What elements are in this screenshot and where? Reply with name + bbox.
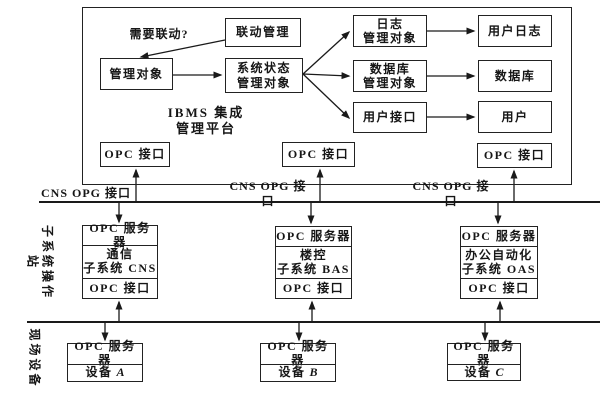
subsystem-bas-opc-interface: OPC 接口 [276,278,351,298]
platform-title: IBMS 集成 管理平台 [167,104,245,136]
database-box: 数据库 [478,60,552,92]
linkage-question-label: 需要联动? [129,26,189,41]
platform-opc-interface-1: OPC 接口 [100,142,170,167]
log-mgmt-box: 日志 管理对象 [353,15,427,47]
device-b-letter: B [309,365,318,380]
linkage-mgmt-box: 联动管理 [225,18,301,47]
device-a-opc-server: OPC 服务器 [74,339,136,367]
arrow-status-to-db [302,72,351,80]
subsystem-cns-stack: OPC 服务器 通信 子系统 CNS OPC 接口 [82,220,158,299]
device-c-letter: C [495,364,504,379]
tier-label-field-devices: 现场设备 [27,328,42,389]
device-b-opc-server: OPC 服务器 [267,339,329,367]
cns-opg-label-3: CNS OPG 接口 [412,178,490,208]
subsystem-cns-name: 通信 子系统 CNS [83,245,157,278]
arrow-status-to-userif [302,73,351,120]
platform-frame [82,7,572,185]
subsystem-oas-stack: OPC 服务器 办公自动化 子系统 OAS OPC 接口 [460,226,538,299]
subsystem-bas-name: 楼控 子系统 BAS [276,246,351,278]
subsystem-oas-opc-interface: OPC 接口 [461,278,537,298]
subsystem-bas-stack: OPC 服务器 楼控 子系统 BAS OPC 接口 [275,226,352,299]
user-box: 用户 [478,101,552,133]
db-mgmt-box: 数据库 管理对象 [353,60,427,92]
subsystem-bas-opc-server: OPC 服务器 [276,228,351,243]
cns-opg-label-1: CNS OPG 接口 [41,186,132,200]
device-c-opc-server: OPC 服务器 [453,339,515,367]
user-log-box: 用户日志 [478,15,552,47]
device-b-label: 设备 [278,365,306,380]
tier-label-subsystem-stations: 子系统操作站 [26,224,55,300]
subsystem-cns-opc-server: OPC 服务器 [89,220,151,249]
subsystem-oas-name: 办公自动化 子系统 OAS [461,246,537,278]
user-interface-box: 用户接口 [353,102,427,133]
mgmt-object-box: 管理对象 [100,58,173,90]
arrow-linkage-to-mgmt [139,39,226,59]
subsystem-oas-opc-server: OPC 服务器 [461,228,537,243]
platform-opc-interface-3: OPC 接口 [477,143,552,168]
device-a-label: 设备 [85,365,113,380]
arrow-status-to-log [302,30,351,75]
subsystem-cns-opc-interface: OPC 接口 [83,278,157,298]
device-a-letter: A [116,365,125,380]
platform-opc-interface-2: OPC 接口 [282,142,355,167]
sys-status-mgmt-box: 系统状态 管理对象 [225,58,303,93]
cns-opg-label-2: CNS OPG 接口 [229,178,307,208]
device-c-label: 设备 [464,364,492,379]
